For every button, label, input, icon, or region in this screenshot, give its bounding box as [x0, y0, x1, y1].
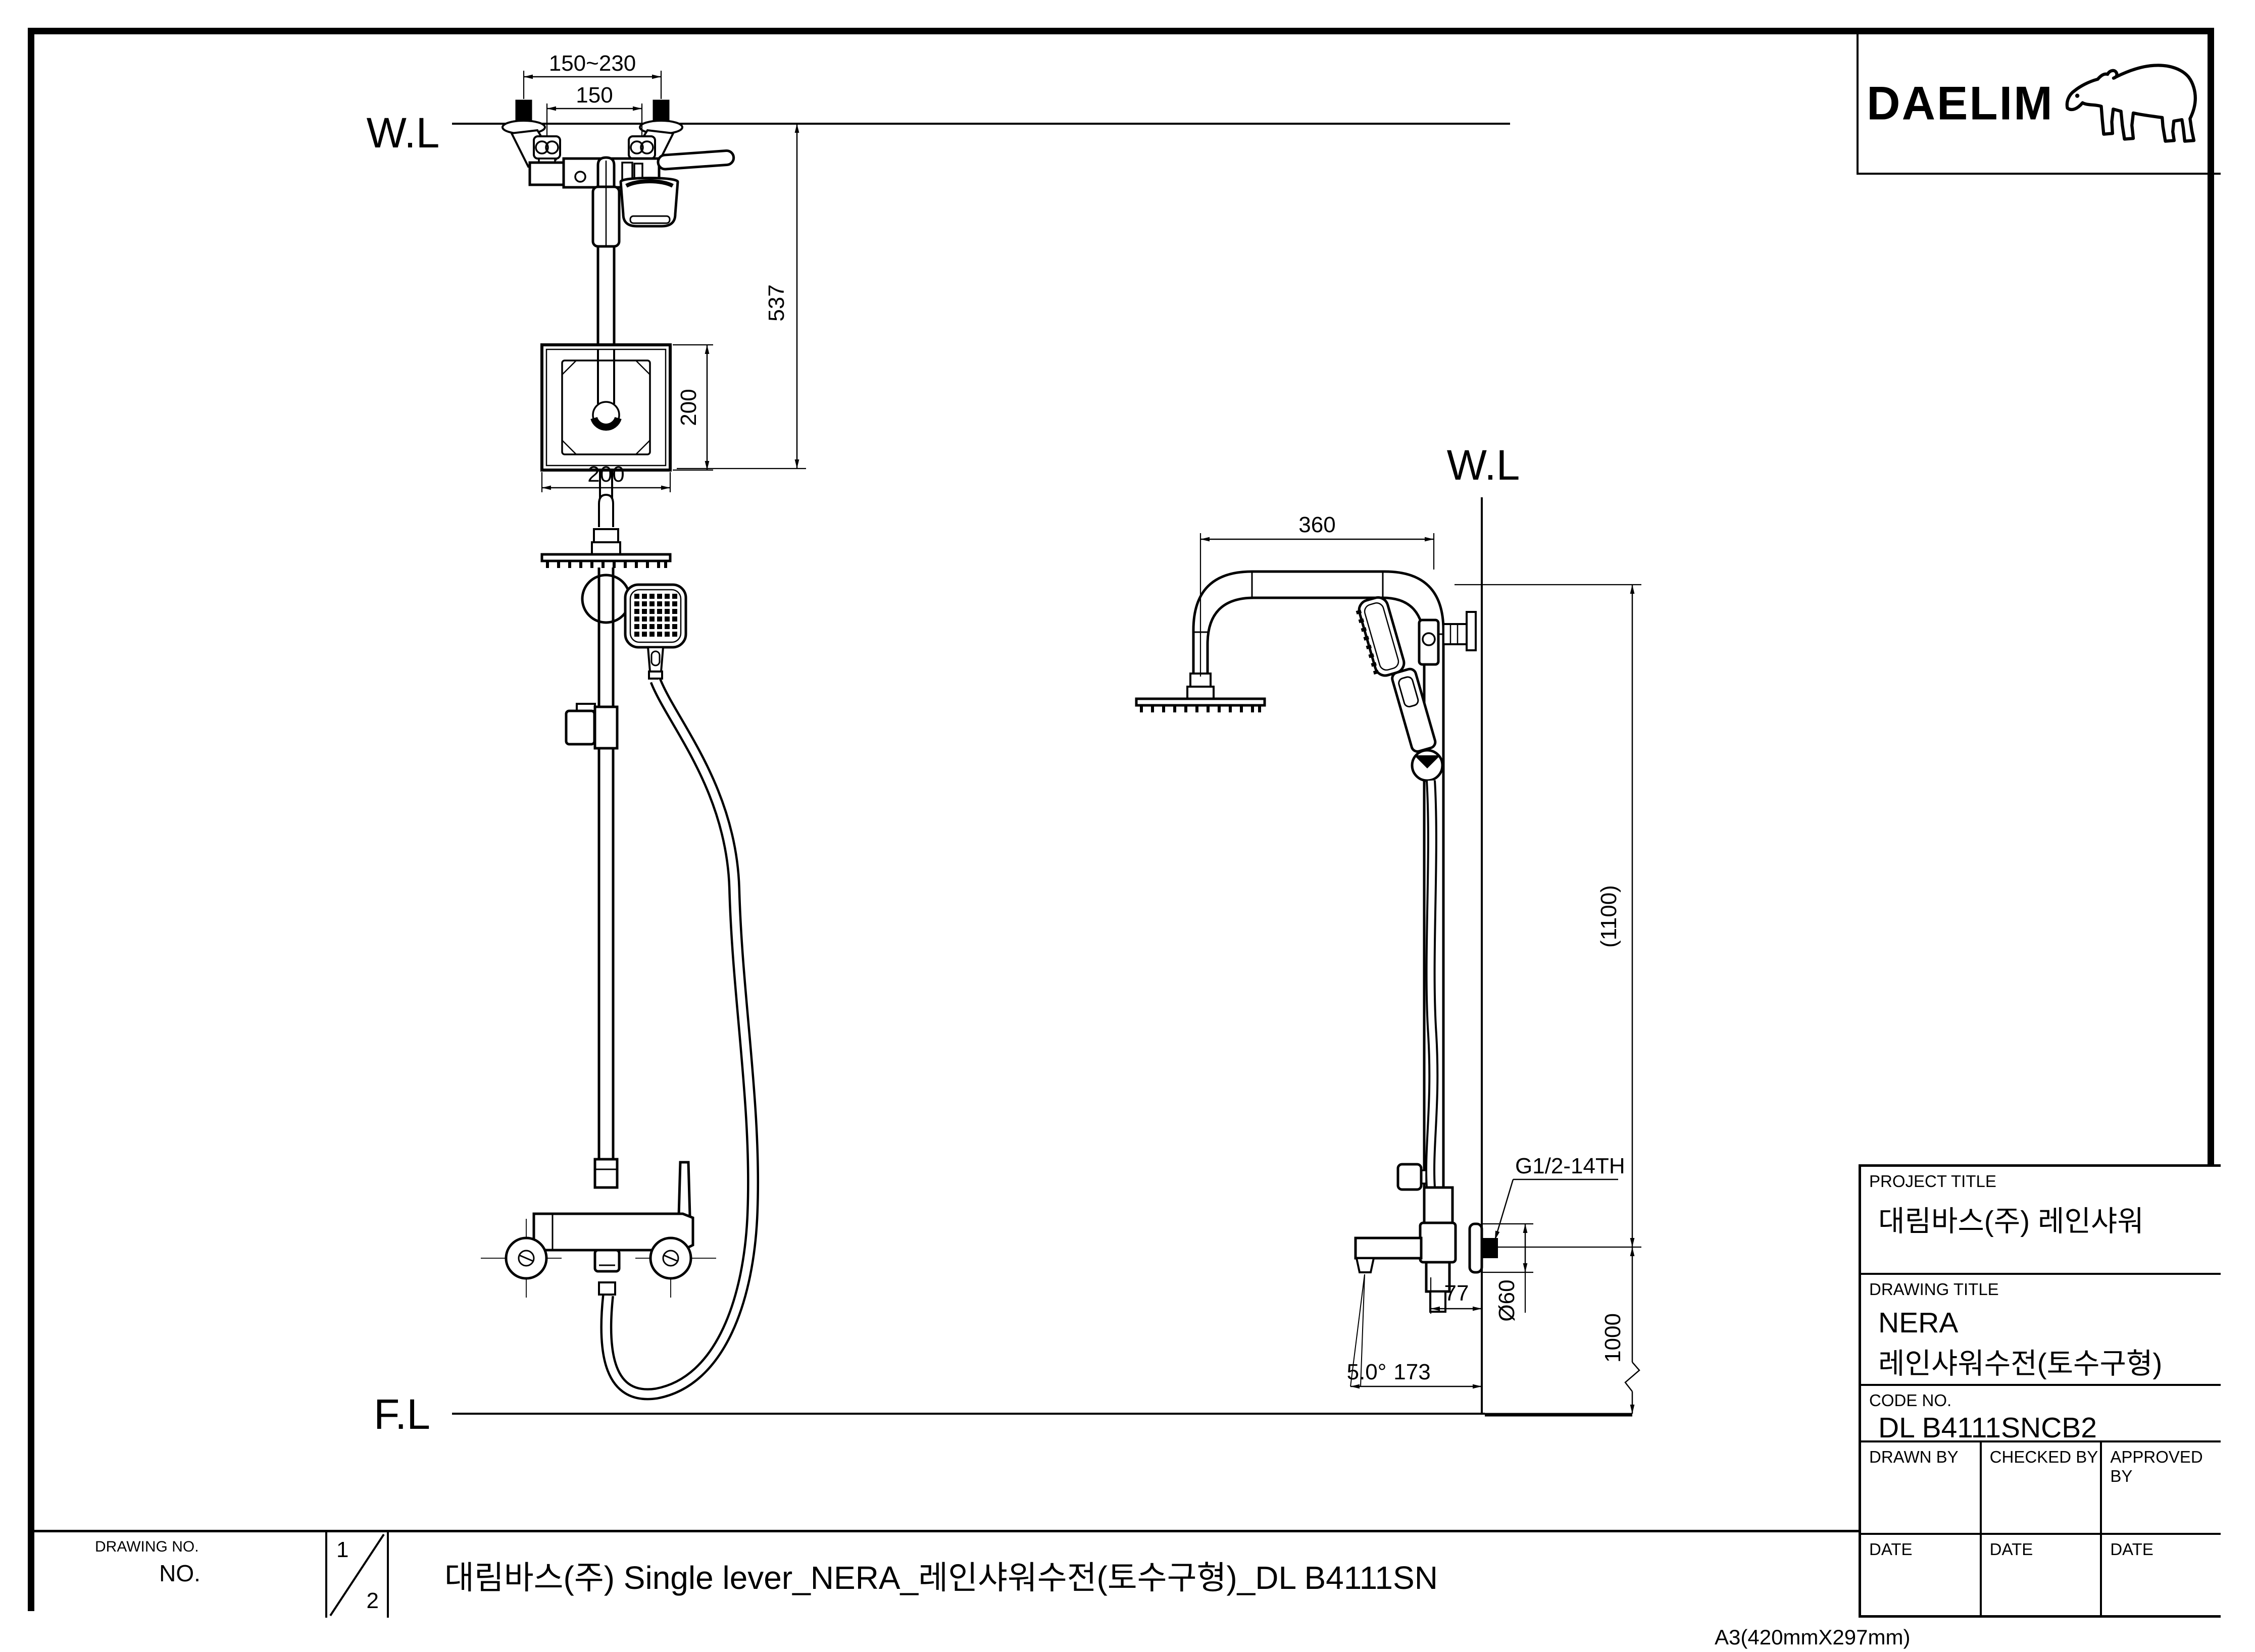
date-cell-1: DATE [1861, 1535, 1980, 1616]
project-title-label: PROJECT TITLE [1869, 1172, 1996, 1191]
code-row: CODE NO. DL B4111SNCB2 [1861, 1386, 2221, 1442]
side-view [1135, 570, 1498, 1313]
dim-reach: 173 [1393, 1360, 1430, 1384]
slider-side [1418, 618, 1440, 666]
date-label-2: DATE [1989, 1540, 2033, 1559]
drawing-title-label: DRAWING TITLE [1869, 1280, 1999, 1299]
handshower-ring [581, 574, 631, 624]
handshower-side [1356, 596, 1437, 753]
project-title-row: PROJECT TITLE 대림바스(주) 레인샤워 [1861, 1167, 2221, 1275]
sheet-number-cell: 1 2 [327, 1532, 389, 1618]
drawing-title-row: DRAWING TITLE NERA 레인샤워수전(토수구형) [1861, 1275, 2221, 1386]
front-view-installation [502, 99, 735, 527]
rainhead-edge [540, 553, 672, 562]
signoff-row: DRAWN BY CHECKED BY APPROVED BY [1861, 1442, 2221, 1535]
rainhead-top-outer [540, 343, 672, 472]
sheet-current: 1 [336, 1537, 349, 1562]
code-value: DL B4111SNCB2 [1878, 1412, 2097, 1442]
date-label-3: DATE [2110, 1540, 2153, 1559]
brand-logo-text: DAELIM [1867, 77, 2054, 130]
dim-inlet-height: 1000 [1600, 1313, 1625, 1363]
checked-by-cell: CHECKED BY [1979, 1442, 2100, 1533]
fl-label: F.L [374, 1390, 430, 1438]
code-label: CODE NO. [1869, 1391, 1952, 1410]
dim-span: 150 [576, 83, 613, 108]
union-nut-left [533, 135, 561, 160]
paper-size-note: A3(420mmX297mm) [1715, 1625, 1911, 1649]
body-left-cap [528, 161, 565, 186]
sheet-title: 대림바스(주) Single lever_NERA_레인샤워수전(토수구형)_D… [444, 1559, 1438, 1596]
drawn-by-cell: DRAWN BY [1861, 1442, 1980, 1533]
hose-outlet [598, 1281, 616, 1296]
drawn-by-label: DRAWN BY [1869, 1448, 1959, 1466]
date-cell-3: DATE [2100, 1535, 2221, 1616]
checked-by-label: CHECKED BY [1989, 1448, 2098, 1466]
sheet-number-diagonal [329, 1533, 385, 1617]
thread-nipple [1482, 1238, 1498, 1258]
dim-head-depth: 200 [676, 389, 701, 426]
spout-front [593, 1249, 621, 1273]
dim-angle: 5.0° [1347, 1360, 1387, 1384]
dim-overall: (1100) [1596, 885, 1621, 948]
dim-flange: Ø60 [1494, 1279, 1519, 1321]
drawing-no-label: DRAWING NO. [95, 1538, 199, 1555]
drawing-title-line2: 레인샤워수전(토수구형) [1878, 1348, 2163, 1380]
spout-side [1354, 1236, 1423, 1260]
dim-thread: G1/2-14TH [1515, 1154, 1625, 1178]
slider-block [565, 709, 596, 746]
wl-label-left: W.L [367, 109, 440, 157]
date-label-1: DATE [1869, 1540, 1913, 1559]
approved-by-label: APPROVED BY [2110, 1448, 2203, 1485]
bottom-strip: DRAWING NO. NO. 1 2 대림바스(주) Single lever… [34, 1530, 1859, 1618]
sheet-total: 2 [366, 1588, 379, 1613]
drawing-no-cell: DRAWING NO. NO. [34, 1532, 327, 1618]
title-block: PROJECT TITLE 대림바스(주) 레인샤워 DRAWING TITLE… [1859, 1164, 2221, 1618]
date-cell-2: DATE [1979, 1535, 2100, 1616]
lever-blade-front [677, 1161, 691, 1217]
drawing-title-line1: NERA [1878, 1307, 1959, 1339]
wl-label-right: W.L [1447, 441, 1520, 489]
hose-outline [600, 678, 760, 1401]
dim-arm: 360 [1298, 512, 1335, 537]
wall-escutcheon [1468, 1222, 1483, 1274]
dim-drop: 537 [764, 284, 789, 321]
dim-span-range: 150~230 [549, 51, 636, 76]
front-view-product [481, 528, 760, 1401]
valve-body-side [1423, 1186, 1454, 1224]
dim-head-width: 200 [587, 462, 624, 487]
approved-by-cell: APPROVED BY [2100, 1442, 2221, 1533]
dim-offset: 77 [1444, 1281, 1469, 1306]
handshower-holder-cup [619, 177, 679, 228]
project-title-value: 대림바스(주) 레인샤워 [1878, 1205, 2144, 1237]
polar-bear-icon [2065, 64, 2197, 143]
pipe-stub-cap [598, 493, 614, 527]
lever-handle-top [657, 149, 735, 171]
rainhead-top-inner [561, 359, 651, 455]
date-row: DATE DATE DATE [1861, 1535, 2221, 1616]
drawing-no-value: NO. [159, 1560, 201, 1586]
logo-box: DAELIM [1857, 34, 2221, 175]
side-view-dimensions: 360 (1100) 1000 G1/2-14TH Ø60 77 [1199, 512, 1641, 1414]
check-valve-knob [1396, 1163, 1423, 1191]
rainhead-side [1135, 697, 1266, 707]
front-installation-dimensions: 150~230 150 537 200 200 [523, 51, 806, 492]
wall-bracket-plate [1466, 611, 1477, 651]
union-nut-right [628, 135, 656, 160]
